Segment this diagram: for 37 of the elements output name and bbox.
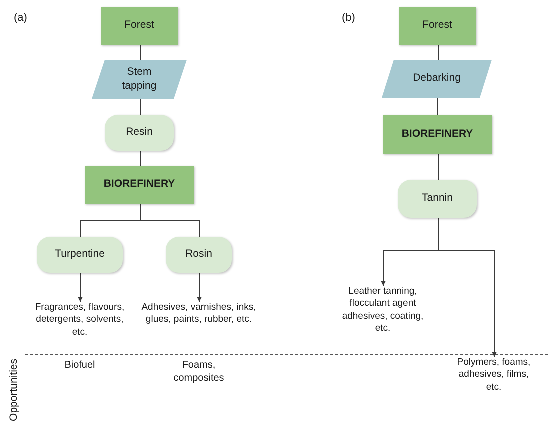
box-label: Rosin bbox=[186, 248, 212, 262]
box-label: Debarking bbox=[413, 72, 461, 86]
outcome-text: Adhesives, varnishes, inks, glues, paints, rubber, etc. bbox=[140, 302, 258, 327]
box-label: BIOREFINERY bbox=[402, 128, 474, 142]
outcome-text: Leather tanning, flocculant agent adhesives, coating, etc. bbox=[341, 286, 425, 336]
connector-line bbox=[438, 154, 439, 180]
outcome-text: Fragrances, flavours, detergents, solvents, etc. bbox=[34, 302, 126, 340]
rounded-box bbox=[398, 180, 477, 218]
box-label: Forest bbox=[422, 19, 452, 33]
box-label: Turpentine bbox=[55, 248, 105, 262]
opportunity-text: Biofuel bbox=[64, 360, 96, 372]
connector-line bbox=[140, 44, 141, 60]
arrow bbox=[78, 272, 83, 302]
panel-label: (b) bbox=[342, 12, 356, 26]
rounded-box bbox=[105, 115, 174, 151]
row-label: Opportunities bbox=[8, 359, 21, 422]
connector-line bbox=[140, 204, 200, 238]
connector-line bbox=[140, 98, 141, 116]
rounded-box bbox=[37, 237, 123, 273]
connector-line bbox=[438, 44, 439, 60]
panel-label: (a) bbox=[14, 12, 28, 26]
process-box bbox=[399, 7, 476, 45]
outcome-text: Polymers, foams, adhesives, films, etc. bbox=[456, 357, 532, 394]
box-label: Tannin bbox=[422, 192, 453, 206]
box-label: Forest bbox=[124, 19, 154, 33]
arrow bbox=[438, 218, 497, 358]
connector-line bbox=[140, 150, 141, 166]
connector-line bbox=[437, 98, 438, 116]
rounded-box bbox=[166, 237, 232, 273]
box-label: Resin bbox=[126, 126, 153, 140]
box-label: Stem tapping bbox=[121, 66, 158, 93]
process-box bbox=[85, 166, 194, 204]
process-box bbox=[101, 7, 178, 45]
opportunity-text: Foams, composites bbox=[172, 360, 226, 385]
process-box bbox=[383, 115, 492, 154]
arrow bbox=[197, 272, 202, 302]
box-label: BIOREFINERY bbox=[104, 178, 176, 192]
